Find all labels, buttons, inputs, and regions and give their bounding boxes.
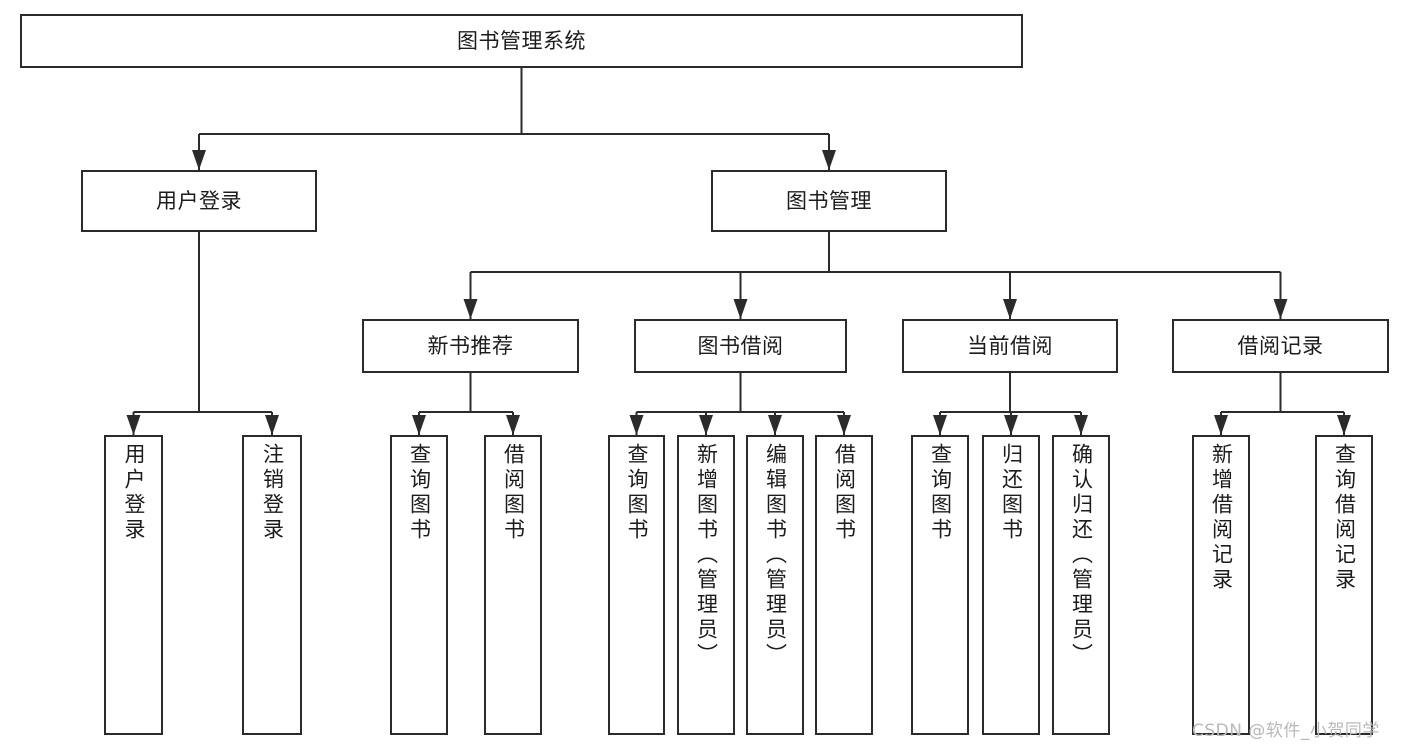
node-label: 查询图书 — [625, 443, 649, 543]
node-l-borrowbook2: 借阅图书 — [815, 435, 873, 735]
node-label: 图书借阅 — [697, 333, 784, 358]
node-records: 借阅记录 — [1172, 319, 1389, 373]
node-label: 确认归还（管理员） — [1069, 443, 1094, 668]
node-label: 图书管理系统 — [457, 28, 586, 53]
node-l-login: 用户登录 — [104, 435, 163, 735]
node-label: 新增图书（管理员） — [694, 443, 719, 668]
node-label: 查询图书 — [407, 443, 432, 543]
node-l-querybook3: 查询图书 — [911, 435, 969, 735]
node-l-confirm: 确认归还（管理员） — [1052, 435, 1110, 735]
node-label: 借阅记录 — [1237, 333, 1324, 358]
node-label: 注销登录 — [260, 443, 285, 543]
node-bookmgmt: 图书管理 — [711, 170, 947, 232]
node-label: 用户登录 — [156, 188, 242, 213]
node-label: 归还图书 — [999, 443, 1024, 543]
node-label: 编辑图书（管理员） — [763, 443, 788, 668]
node-l-queryrec: 查询借阅记录 — [1315, 435, 1373, 735]
node-l-addbook: 新增图书（管理员） — [677, 435, 735, 735]
node-l-returnbook: 归还图书 — [982, 435, 1040, 735]
node-label: 当前借阅 — [967, 333, 1053, 358]
node-label: 借阅图书 — [501, 443, 526, 543]
node-label: 借阅图书 — [832, 443, 857, 543]
node-root: 图书管理系统 — [20, 14, 1023, 68]
node-label: 图书管理 — [786, 188, 872, 213]
node-borrow: 图书借阅 — [634, 319, 847, 373]
node-label: 新增借阅记录 — [1209, 443, 1234, 593]
node-l-logout: 注销登录 — [242, 435, 302, 735]
node-login: 用户登录 — [81, 170, 317, 232]
node-label: 查询借阅记录 — [1332, 443, 1357, 593]
node-newbook: 新书推荐 — [362, 319, 579, 373]
node-l-addrec: 新增借阅记录 — [1192, 435, 1250, 735]
node-l-editbook: 编辑图书（管理员） — [746, 435, 804, 735]
node-l-borrowbook1: 借阅图书 — [484, 435, 542, 735]
node-l-querybook2: 查询图书 — [608, 435, 665, 735]
node-current: 当前借阅 — [902, 319, 1118, 373]
node-label: 新书推荐 — [427, 333, 514, 358]
node-label: 用户登录 — [122, 443, 146, 543]
node-l-querybook1: 查询图书 — [390, 435, 448, 735]
node-label: 查询图书 — [928, 443, 953, 543]
